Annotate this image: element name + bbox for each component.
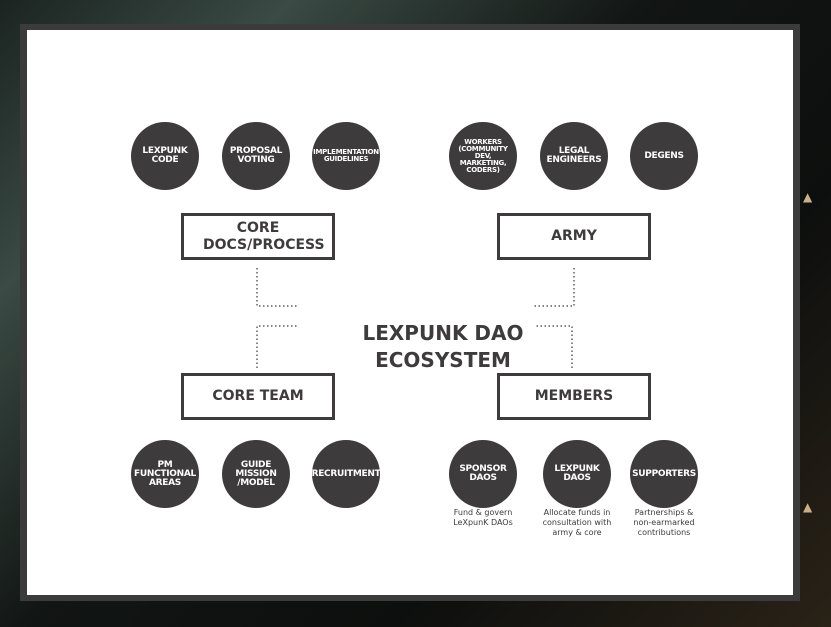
diagram-slide: LEXPUNK CODE PROPOSAL VOTING IMPLEMENTAT… (27, 30, 793, 595)
connector-core-team (256, 325, 297, 368)
circle-workers: WORKERS (COMMUNITY DEV, MARKETING, CODER… (449, 122, 517, 190)
connector-army (534, 268, 575, 307)
circle-pm-functional-areas: PM FUNCTIONAL AREAS (131, 440, 199, 508)
box-core-team: CORE TEAM (181, 373, 335, 420)
circle-sponsor-daos: SPONSOR DAOS (449, 440, 517, 508)
circle-lexpunk-code: LEXPUNK CODE (131, 122, 199, 190)
caption-supporters: Partnerships & non-earmarked contributio… (633, 508, 695, 537)
circle-guide-mission-model: GUIDE MISSION /MODEL (222, 440, 290, 508)
box-core-docs-process: CORE DOCS/PROCESS (181, 213, 335, 260)
circle-lexpunk-daos: LEXPUNK DAOS (543, 440, 611, 508)
caption-lexpunk-daos: Allocate funds in consultation with army… (542, 508, 612, 537)
circle-proposal-voting: PROPOSAL VOTING (222, 122, 290, 190)
circle-legal-engineers: LEGAL ENGINEERS (540, 122, 608, 190)
circle-degens: DEGENS (630, 122, 698, 190)
decorative-mark: ▲ (803, 190, 813, 204)
caption-sponsor-daos: Fund & govern LeXpunK DAOs (453, 508, 513, 527)
circle-implementation-guidelines: IMPLEMENTATION GUIDELINES (312, 122, 380, 190)
connector-core-docs (256, 268, 297, 307)
circle-recruitment: RECRUITMENT (312, 440, 381, 508)
box-army: ARMY (497, 213, 651, 260)
circle-supporters: SUPPORTERS (630, 440, 698, 508)
dotted-connectors (256, 268, 575, 368)
diagram-title: LEXPUNK DAO ECOSYSTEM (362, 321, 524, 372)
box-members: MEMBERS (497, 373, 651, 420)
decorative-mark: ▲ (803, 500, 813, 514)
